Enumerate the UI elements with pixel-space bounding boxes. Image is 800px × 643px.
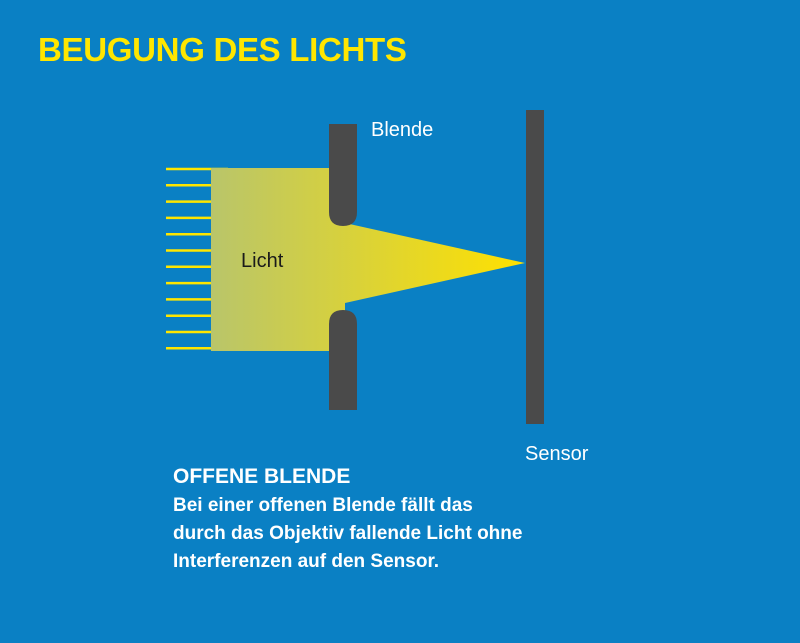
caption-line: Bei einer offenen Blende fällt das [173, 495, 473, 516]
page-title: BEUGUNG DES LICHTS [38, 31, 407, 68]
sensor-label: Sensor [525, 443, 589, 465]
caption-line: Interferenzen auf den Sensor. [173, 551, 440, 572]
caption-body: Bei einer offenen Blende fällt das durch… [173, 492, 633, 576]
aperture-label: Blende [371, 119, 434, 141]
aperture-blade-bottom [329, 310, 357, 410]
light-beam [211, 168, 525, 351]
aperture-blade-top [329, 124, 357, 226]
caption-line: durch das Objektiv fallende Licht ohne [173, 523, 523, 544]
light-label: Licht [241, 250, 284, 272]
sensor-bar [526, 110, 544, 424]
caption-heading: OFFENE BLENDE [173, 465, 351, 488]
caption: OFFENE BLENDE Bei einer offenen Blende f… [173, 462, 633, 576]
